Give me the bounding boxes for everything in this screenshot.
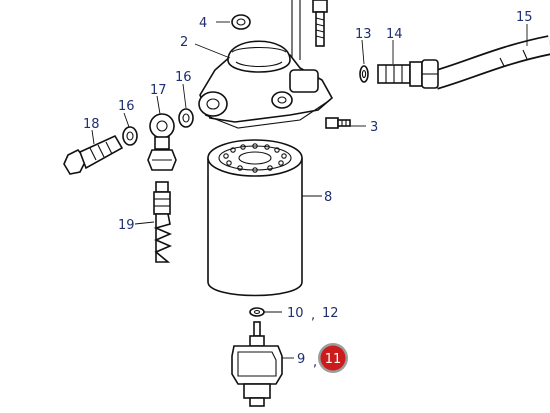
part-9-water-sensor bbox=[231, 335, 283, 407]
part-16-washer-left bbox=[122, 126, 138, 146]
callout-11: 11 bbox=[325, 352, 342, 367]
callout-16-left: 16 bbox=[118, 99, 135, 114]
callout-4: 4 bbox=[199, 16, 207, 31]
callout-9-separator: , bbox=[313, 355, 317, 370]
callout-14: 14 bbox=[386, 27, 403, 42]
part-19-hose-nipple bbox=[153, 181, 173, 263]
part-3-bleed-screw bbox=[325, 117, 351, 129]
leader-lines bbox=[91, 21, 528, 359]
callout-17: 17 bbox=[150, 83, 167, 98]
part-17-banjo-fitting bbox=[147, 113, 177, 171]
part-12-drain-valve bbox=[253, 321, 261, 337]
part-10-seal bbox=[249, 307, 265, 317]
part-18-banjo-bolt bbox=[63, 134, 124, 175]
head-bolt bbox=[312, 0, 328, 47]
callout-9: 9 bbox=[297, 352, 305, 367]
callout-12: 12 bbox=[322, 306, 339, 321]
part-8-filter-cartridge bbox=[207, 139, 303, 297]
callout-10: 10 bbox=[287, 306, 304, 321]
callout-18: 18 bbox=[83, 117, 100, 132]
callout-16-right: 16 bbox=[175, 70, 192, 85]
callout-10-separator: , bbox=[311, 308, 315, 323]
part-16-washer-right bbox=[178, 108, 194, 128]
callout-2: 2 bbox=[180, 35, 188, 50]
badge-fill bbox=[320, 345, 346, 371]
part-14-hose-adapter bbox=[377, 59, 439, 89]
callout-11-highlight-badge[interactable]: 11 bbox=[318, 343, 348, 373]
part-15-fuel-hose bbox=[432, 35, 550, 90]
callout-3: 3 bbox=[370, 120, 378, 135]
callout-8: 8 bbox=[324, 190, 332, 205]
callout-15: 15 bbox=[516, 10, 533, 25]
part-4-o-ring bbox=[231, 14, 251, 30]
callout-13: 13 bbox=[355, 27, 372, 42]
callout-19: 19 bbox=[118, 218, 135, 233]
part-13-washer bbox=[359, 65, 369, 83]
part-2-filter-head bbox=[198, 0, 334, 129]
